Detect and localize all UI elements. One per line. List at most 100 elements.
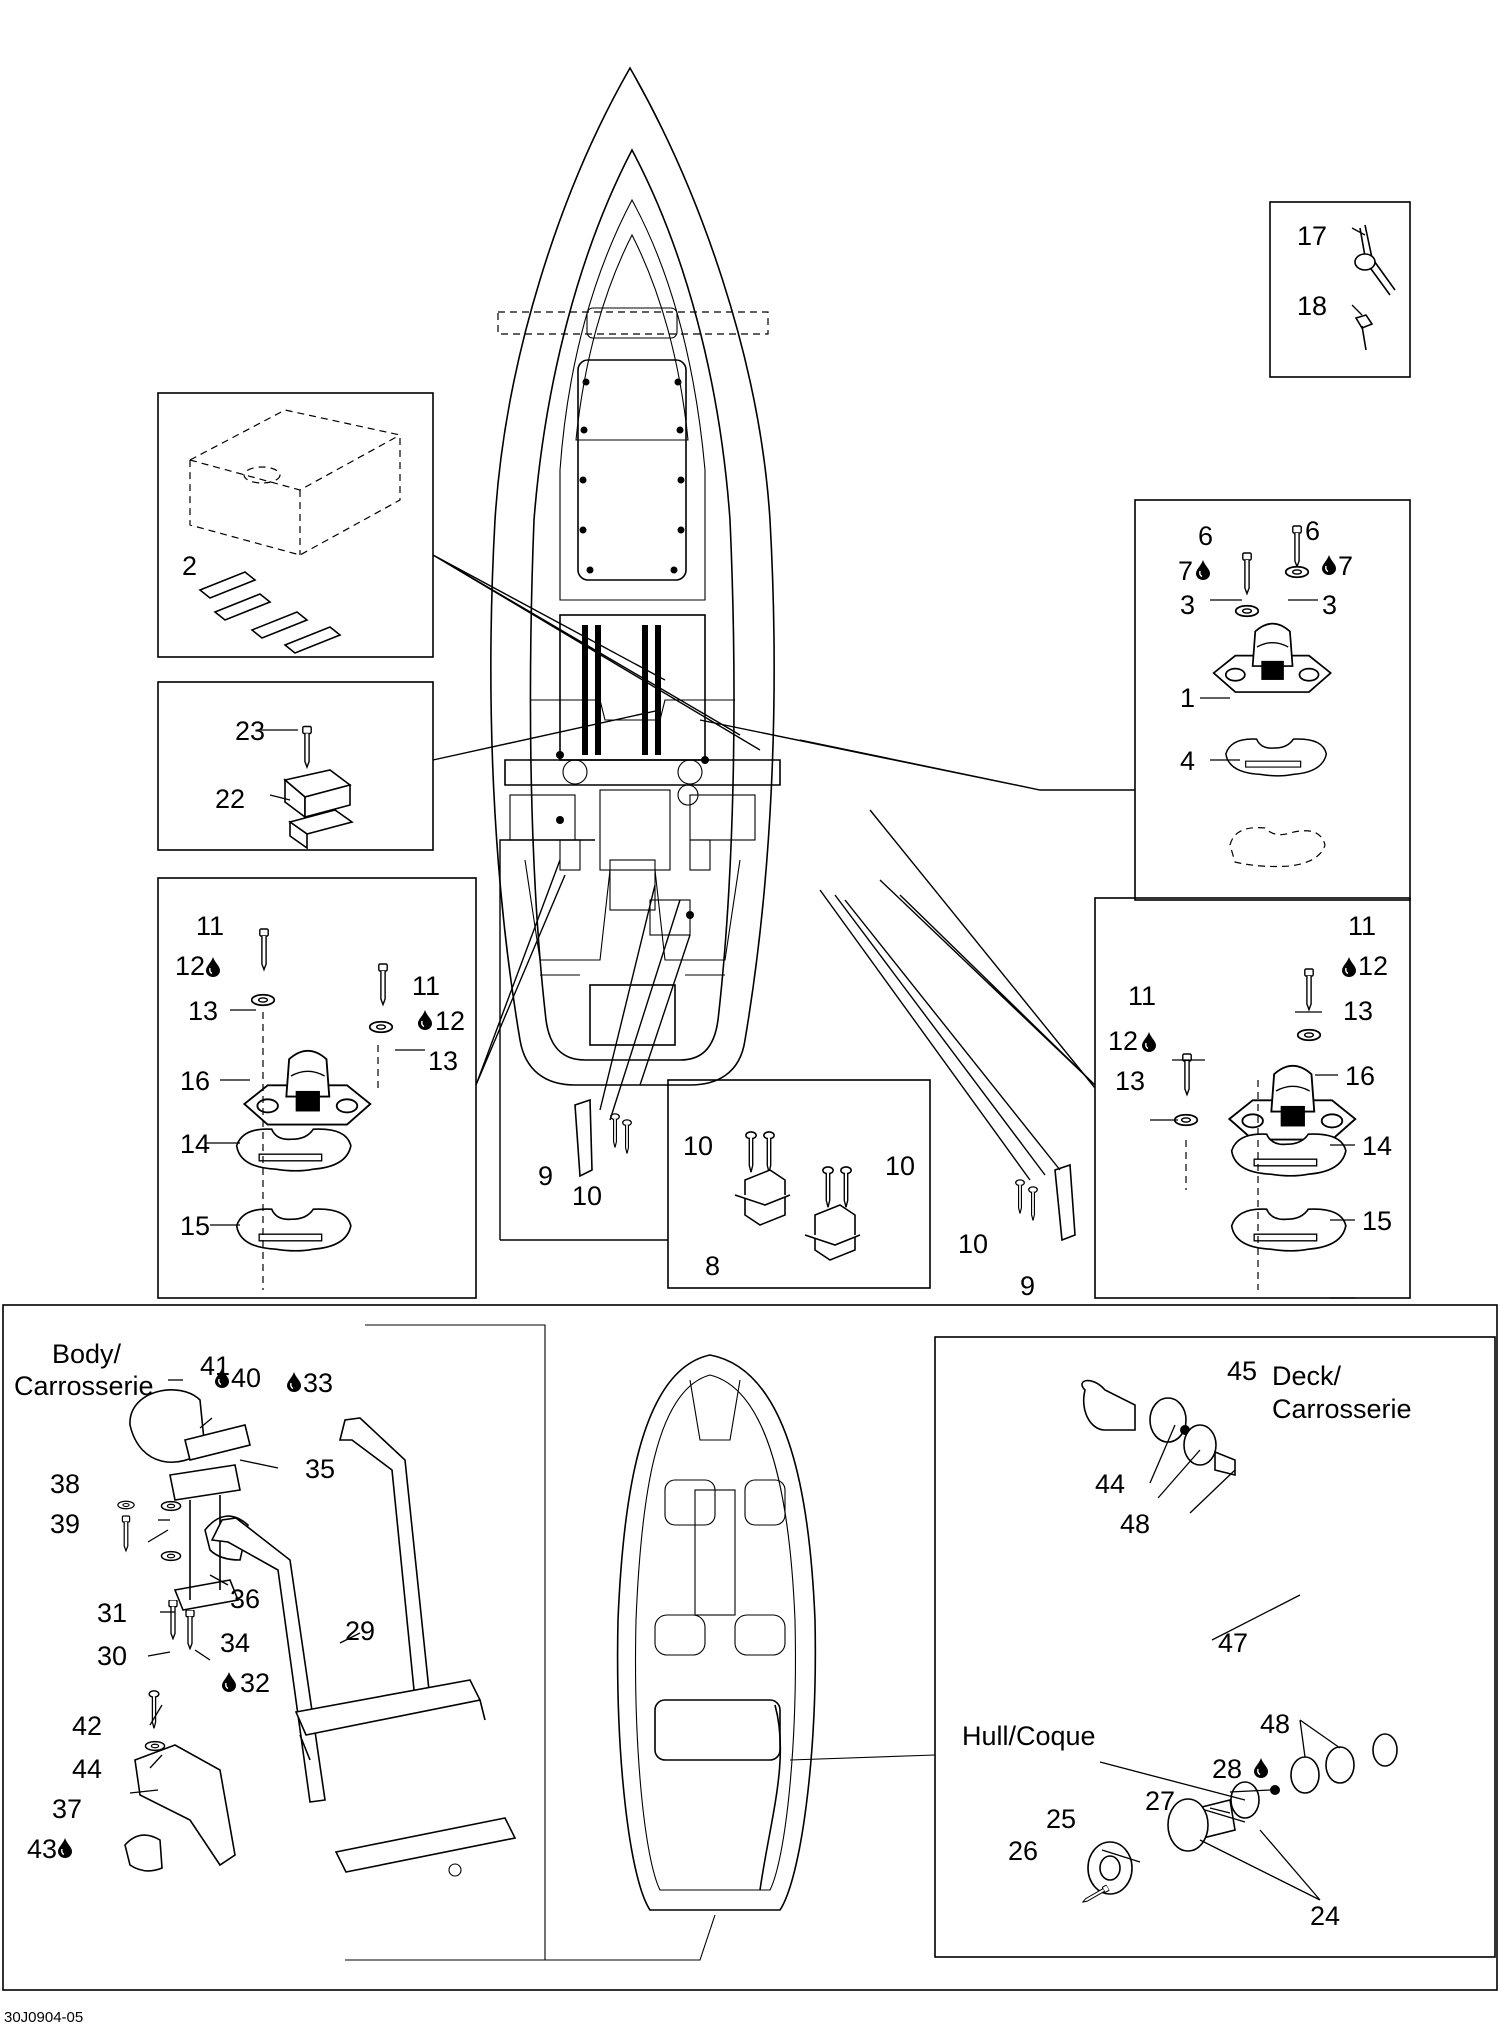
- callout-12a: 12: [175, 951, 205, 981]
- glue-drop-icon: [1142, 1032, 1156, 1052]
- callout-48b: 48: [1260, 1709, 1290, 1739]
- callout-8: 8: [705, 1251, 720, 1281]
- box-hose-fittings: [934, 1336, 1496, 1958]
- label-deck-1: Deck/: [1272, 1361, 1342, 1391]
- callout-15a: 15: [180, 1211, 210, 1241]
- callout-25: 25: [1046, 1804, 1076, 1834]
- glue-drop-icon: [287, 1372, 301, 1392]
- screw-part: [1354, 314, 1374, 351]
- leader-lines: [432, 554, 1135, 1241]
- callout-18: 18: [1297, 291, 1327, 321]
- callout-4: 4: [1180, 746, 1195, 776]
- callout-10d: 10: [958, 1229, 988, 1259]
- callout-3b: 3: [1322, 590, 1337, 620]
- callout-47: 47: [1218, 1628, 1248, 1658]
- callout-leaders: [129, 227, 1366, 1901]
- callout-26: 26: [1008, 1836, 1038, 1866]
- callout-9b: 9: [1020, 1271, 1035, 1301]
- drawing-code: 30J0904-05: [4, 2009, 83, 2026]
- lower-frame: [2, 1304, 1498, 1991]
- callout-42: 42: [72, 1711, 102, 1741]
- callout-22: 22: [215, 784, 245, 814]
- callout-13c: 13: [1343, 996, 1373, 1026]
- box-foam-block: [157, 681, 434, 851]
- callout-23: 23: [235, 716, 265, 746]
- fuel-tank-straps: [582, 625, 661, 755]
- callout-17: 17: [1297, 221, 1327, 251]
- callout-7b: 7: [1338, 551, 1353, 581]
- callout-40: 40: [231, 1363, 261, 1393]
- leader-boat-to-hose: [789, 1754, 936, 1761]
- callout-10c: 10: [885, 1151, 915, 1181]
- callout-39: 39: [50, 1509, 80, 1539]
- rear-left-mount-parts: [235, 928, 394, 1290]
- glue-drop-icon: [1322, 555, 1336, 575]
- callout-36: 36: [230, 1584, 260, 1614]
- box-bracket: [667, 1079, 931, 1289]
- bracket-parts: [734, 1131, 861, 1261]
- rear-right-mount-parts: [1173, 968, 1357, 1290]
- callout-10a: 10: [572, 1181, 602, 1211]
- callout-13a: 13: [188, 996, 218, 1026]
- hatch-screws: [579, 378, 685, 574]
- callout-labels: 17 18 2 23 22 6 6 7 7 3 3 1 4 11 12 13 1…: [27, 221, 1392, 1931]
- callout-45: 44: [1095, 1469, 1125, 1499]
- box-motor-mount-rear-right: [1094, 897, 1411, 1299]
- callout-35: 35: [305, 1454, 335, 1484]
- callout-14a: 14: [180, 1129, 210, 1159]
- glue-drop-icon: [58, 1838, 72, 1858]
- callout-13b: 13: [428, 1046, 458, 1076]
- callout-29: 29: [345, 1616, 375, 1646]
- callout-1: 1: [1180, 683, 1195, 713]
- glue-drop-icon: [1254, 1758, 1268, 1778]
- callout-37: 37: [52, 1794, 82, 1824]
- callout-31: 31: [97, 1598, 127, 1628]
- box-fuel-tank: [157, 392, 434, 658]
- callout-6a: 6: [1198, 521, 1213, 551]
- foam-strips: [198, 571, 342, 654]
- callout-27: 27: [1145, 1786, 1175, 1816]
- location-labels: Body/ Carrosserie Deck/ Carrosserie Hull…: [14, 1339, 1412, 1751]
- bracket-left-free: [574, 1098, 632, 1178]
- box-motor-mount-front: [1134, 499, 1411, 901]
- callout-11c: 11: [1348, 911, 1376, 941]
- callout-3a: 3: [1180, 590, 1195, 620]
- callout-14b: 14: [1362, 1131, 1392, 1161]
- callout-12b: 12: [435, 1006, 465, 1036]
- callout-15b: 15: [1362, 1206, 1392, 1236]
- label-body-2: Carrosserie: [14, 1371, 154, 1401]
- box-motor-mount-rear-left: [157, 877, 477, 1299]
- callout-33: 33: [303, 1368, 333, 1398]
- boat-top-view: [490, 66, 781, 1086]
- callout-13d: 13: [1115, 1066, 1145, 1096]
- callout-38: 38: [50, 1469, 80, 1499]
- callout-24: 24: [1310, 1901, 1340, 1931]
- callout-34: 34: [220, 1628, 250, 1658]
- glue-drop-icon: [418, 1010, 432, 1030]
- callout-48a: 48: [1120, 1509, 1150, 1539]
- fuel-tank-outline: [189, 409, 401, 556]
- cable-tie-part: [1354, 224, 1396, 296]
- label-deck-2: Carrosserie: [1272, 1394, 1412, 1424]
- callout-16a: 16: [180, 1066, 210, 1096]
- callout-2: 2: [182, 551, 197, 581]
- glue-drop-icon: [206, 957, 220, 977]
- callout-9a: 9: [538, 1161, 553, 1191]
- callout-16b: 16: [1345, 1061, 1375, 1091]
- callout-11d: 11: [1128, 981, 1156, 1011]
- callout-11b: 11: [412, 971, 440, 1001]
- glue-drop-icon: [1196, 560, 1210, 580]
- callout-28: 28: [1212, 1754, 1242, 1784]
- glue-drop-icon: [222, 1672, 236, 1692]
- callout-43: 43: [27, 1834, 57, 1864]
- glue-drop-icon: [1342, 957, 1356, 977]
- callout-32: 32: [240, 1668, 270, 1698]
- callout-6b: 6: [1305, 516, 1320, 546]
- bracket-right-free: [1015, 1163, 1076, 1242]
- leader-ladder-to-boat: [545, 1914, 716, 1961]
- callout-11a: 11: [196, 911, 224, 941]
- small-boat-view: [616, 1354, 817, 1911]
- foam-block-parts: [283, 725, 354, 850]
- callout-30: 30: [97, 1641, 127, 1671]
